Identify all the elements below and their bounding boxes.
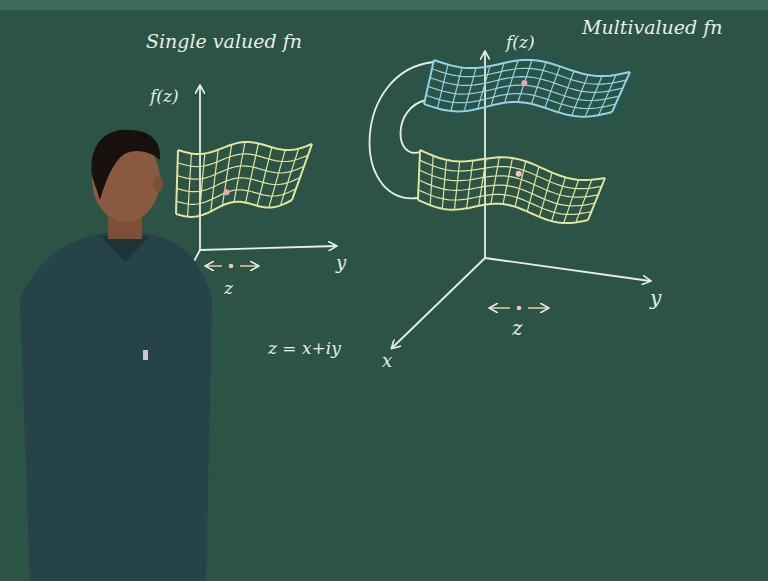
grid-line	[564, 180, 579, 223]
grid-line	[199, 154, 205, 216]
grid-line	[531, 62, 546, 104]
branch-loop	[370, 62, 434, 198]
grid-line	[176, 150, 178, 214]
chalk-label: y	[650, 288, 661, 308]
chalk-label: Single valued fn	[146, 32, 302, 51]
grid-line	[420, 150, 605, 180]
chalk-label: z	[224, 280, 233, 297]
chalk-label: f(z)	[150, 88, 179, 105]
grid-line	[280, 149, 298, 206]
board-top-strip	[0, 0, 768, 10]
grid-line	[545, 66, 560, 107]
grid-line	[234, 142, 245, 202]
grid-line	[467, 161, 473, 209]
grid-line	[478, 66, 490, 109]
grid-line	[424, 60, 434, 104]
grid-line	[503, 158, 513, 204]
grid-line	[479, 159, 486, 206]
point-marker	[521, 80, 527, 86]
chalk-label: f(z)	[506, 34, 535, 51]
grid-line	[442, 160, 446, 209]
right-z-arrows	[490, 306, 548, 309]
grid-line	[434, 60, 630, 76]
grid-line	[454, 161, 459, 209]
grid-line	[211, 150, 218, 212]
left-z-arrows	[206, 264, 258, 267]
grid-line	[505, 61, 518, 103]
grid-line	[572, 75, 588, 116]
grid-line	[246, 144, 259, 203]
point-marker	[224, 189, 230, 195]
grid-line	[527, 167, 539, 212]
right-axes	[392, 52, 650, 348]
grid-line	[558, 71, 574, 112]
surface-sheets	[176, 60, 630, 223]
chalk-label: z = x+iy	[268, 340, 341, 357]
grid-line	[257, 147, 272, 205]
chalk-label: z	[512, 318, 523, 338]
chalk-label: y	[336, 254, 346, 272]
grid-line	[515, 161, 526, 206]
grid-line	[418, 150, 420, 200]
grid-line	[585, 76, 602, 117]
grid-line	[464, 68, 476, 111]
grid-line	[437, 65, 448, 109]
grid-line	[491, 63, 504, 106]
lecturer-figure	[20, 130, 212, 581]
grid-line	[222, 145, 231, 206]
grid-line	[491, 157, 499, 204]
grid-line	[292, 144, 312, 200]
grid-line	[588, 178, 605, 220]
grid-line	[430, 156, 433, 206]
chalk-label: x	[382, 352, 392, 370]
grid-line	[176, 200, 292, 217]
chalk-label: Multivalued fn	[582, 18, 723, 37]
grid-line	[612, 72, 630, 112]
point-marker	[516, 171, 522, 177]
grid-line	[518, 60, 532, 102]
grid-line	[188, 153, 192, 216]
grid-line	[552, 177, 566, 221]
grid-line	[539, 173, 552, 217]
grid-line	[451, 68, 462, 111]
